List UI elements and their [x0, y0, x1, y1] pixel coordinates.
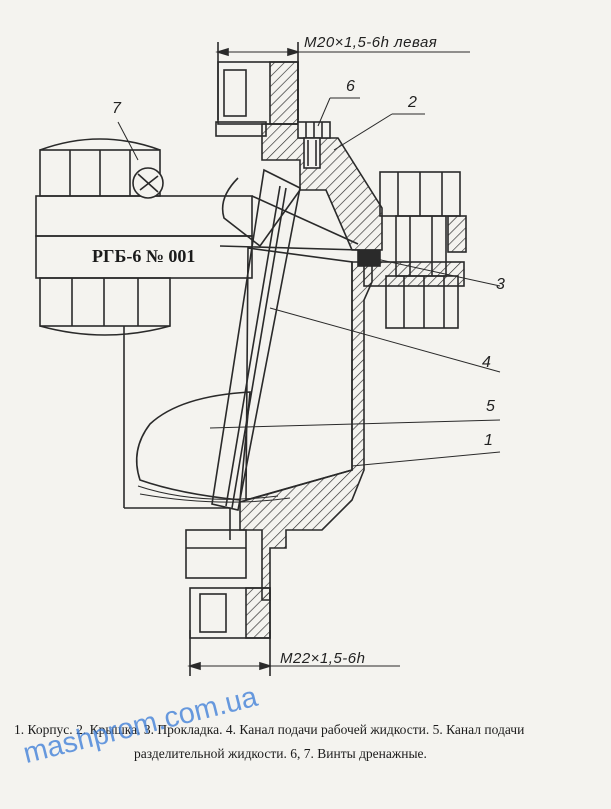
top-dimension-line [215, 42, 470, 120]
caption-part-5b: разделительной жидкости. [134, 746, 287, 761]
parts-caption: 1. Корпус. 2. Крышка. 3. Прокладка. 4. К… [14, 718, 604, 766]
flange-bar [35, 195, 361, 279]
caption-part-1: 1. Корпус. [14, 722, 73, 737]
callout-7: 7 [112, 100, 121, 117]
callout-2: 2 [408, 94, 417, 111]
callout-3: 3 [496, 276, 505, 293]
drain-screw-6 [297, 121, 331, 169]
bottom-dimension-line [187, 630, 400, 676]
separator-bowl [135, 391, 251, 501]
thread-top-label: M20×1,5-6h левая [304, 34, 438, 51]
caption-part-67: 6, 7. Винты дренажные. [290, 746, 427, 761]
caption-part-4: 4. Канал подачи рабочей жидкости. [225, 722, 430, 737]
drain-screw-7 [117, 121, 164, 199]
body-section [123, 247, 373, 601]
callout-6: 6 [346, 78, 355, 95]
callout-1: 1 [484, 432, 493, 449]
caption-part-2: 2. Крышка. [76, 722, 141, 737]
leader-lines [209, 97, 501, 467]
caption-part-5a: 5. Канал подачи [432, 722, 525, 737]
top-fitting [215, 61, 299, 137]
nameplate-text: РГБ-6 № 001 [92, 246, 196, 266]
thread-bottom-label: M22×1,5-6h [280, 650, 366, 667]
bottom-fitting [185, 529, 271, 639]
callout-4: 4 [482, 354, 491, 371]
callout-5: 5 [486, 398, 495, 415]
caption-part-3: 3. Прокладка. [143, 722, 223, 737]
working-liquid-tube [211, 168, 301, 511]
